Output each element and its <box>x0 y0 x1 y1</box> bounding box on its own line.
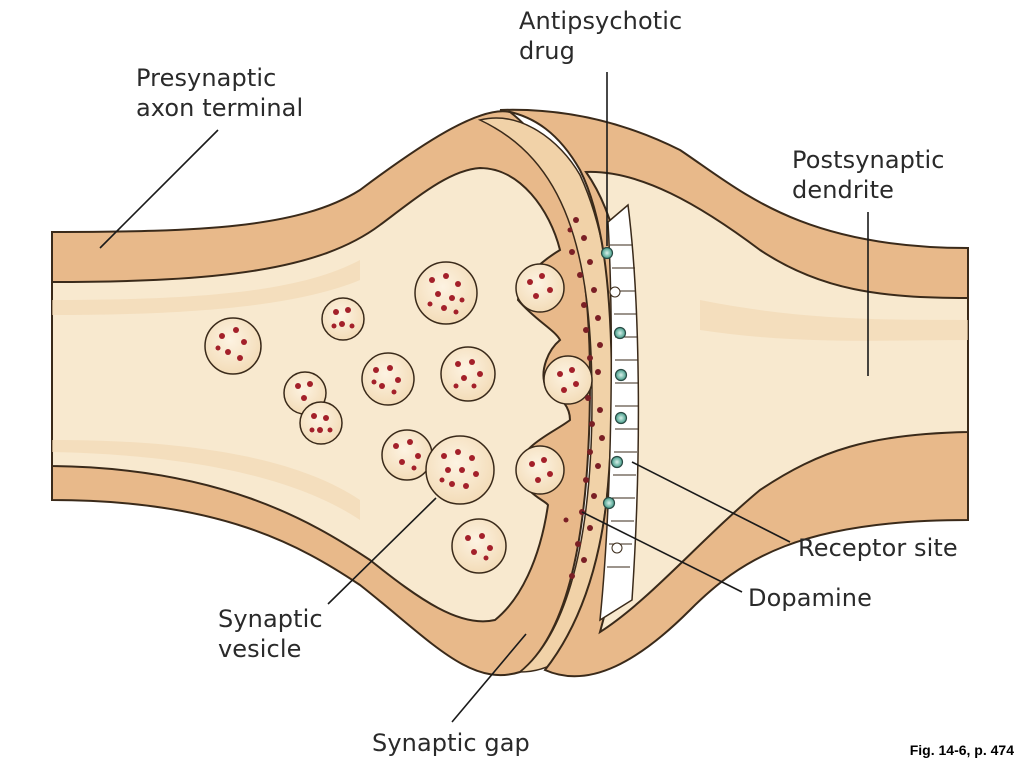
label-vesicle-line2: vesicle <box>218 635 302 663</box>
leader-dopamine <box>581 511 743 593</box>
axon-shading-lower <box>52 440 360 520</box>
label-presynaptic-line2: axon terminal <box>136 94 304 122</box>
label-presynaptic-line1: Presynaptic <box>136 64 277 92</box>
label-dopamine: Dopamine <box>748 584 872 612</box>
leader-gap <box>451 633 527 723</box>
figure-caption: Fig. 14-6, p. 474 <box>909 742 1014 758</box>
axon-shading <box>52 260 360 315</box>
dopamine-in-vesicles <box>215 273 579 561</box>
leader-lines <box>99 72 869 723</box>
leader-presynaptic <box>99 129 219 249</box>
label-antipsychotic-line1: Antipsychotic <box>519 7 683 35</box>
antipsychotic-drug-molecules <box>600 246 628 510</box>
label-antipsychotic-line2: drug <box>519 37 575 65</box>
label-receptor-site: Receptor site <box>798 534 958 562</box>
label-postsynaptic-line1: Postsynaptic <box>792 146 945 174</box>
label-postsynaptic-line2: dendrite <box>792 176 894 204</box>
dendrite-shading <box>700 300 968 341</box>
label-synaptic-gap: Synaptic gap <box>372 729 530 757</box>
label-postsynaptic-dendrite: Postsynaptic dendrite <box>792 145 945 205</box>
leader-receptor <box>631 461 791 543</box>
label-antipsychotic-drug: Antipsychotic drug <box>519 6 682 66</box>
label-vesicle-line1: Synaptic <box>218 605 323 633</box>
leader-vesicle <box>327 497 437 605</box>
receptor-dividers <box>607 244 638 568</box>
empty-receptor-sites <box>609 286 623 554</box>
label-presynaptic-axon-terminal: Presynaptic axon terminal <box>136 63 303 123</box>
label-synaptic-vesicle: Synaptic vesicle <box>218 604 323 664</box>
dopamine-in-gap <box>563 217 605 579</box>
